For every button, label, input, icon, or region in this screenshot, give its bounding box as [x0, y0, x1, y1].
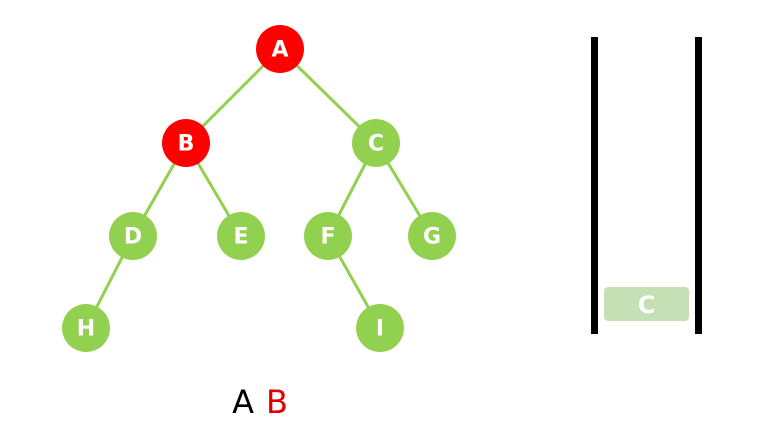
stack-left-wall: [591, 37, 598, 334]
output-item: A: [232, 383, 254, 421]
node-circle: [109, 212, 157, 260]
node-circle: [356, 304, 404, 352]
stack-item: C: [604, 287, 689, 321]
node-label: B: [178, 132, 195, 157]
stack-container: C: [591, 37, 702, 334]
stack-right-wall: [695, 37, 702, 334]
tree-nodes: A B C D E F G H I: [62, 25, 456, 352]
node-label: A: [271, 38, 288, 63]
stack-item-box: [604, 287, 689, 321]
node-circle: [408, 212, 456, 260]
node-circle: [217, 212, 265, 260]
tree-edges: [84, 47, 434, 329]
tree-node-b: B: [162, 119, 210, 167]
tree-node-g: G: [408, 212, 456, 260]
node-circle: [62, 304, 110, 352]
tree-node-c: C: [352, 119, 400, 167]
stack-items: C: [604, 287, 689, 321]
node-label: G: [423, 225, 441, 250]
tree-node-f: F: [304, 212, 352, 260]
node-label: D: [124, 225, 142, 250]
tree-node-e: E: [217, 212, 265, 260]
node-label: E: [233, 225, 248, 250]
tree-node-d: D: [109, 212, 157, 260]
node-circle: [162, 119, 210, 167]
node-label: C: [368, 132, 384, 157]
tree-node-a: A: [256, 25, 304, 73]
tree-node-i: I: [356, 304, 404, 352]
node-label: F: [320, 225, 335, 250]
node-circle: [304, 212, 352, 260]
output-item: B: [265, 383, 288, 421]
stack-item-label: C: [638, 291, 656, 319]
node-circle: [256, 25, 304, 73]
node-label: H: [77, 317, 95, 342]
node-circle: [352, 119, 400, 167]
tree-node-h: H: [62, 304, 110, 352]
node-label: I: [376, 317, 384, 342]
